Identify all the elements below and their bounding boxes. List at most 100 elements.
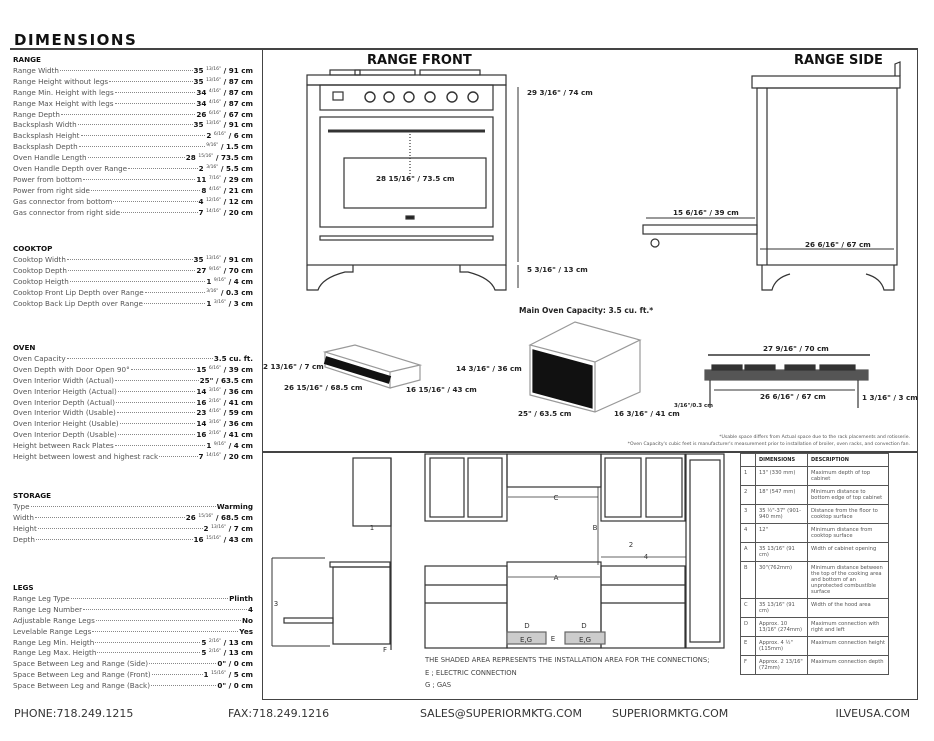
- spec-row: Oven Depth with Door Open 90°15 6/16" / …: [13, 364, 253, 375]
- row-dimension: 13" (330 mm): [755, 466, 808, 486]
- spec-row: Space Between Leg and Range (Back)0" / 0…: [13, 680, 253, 691]
- spec-label: Cooktop Back Lip Depth over Range: [13, 298, 143, 308]
- leader-dots: [92, 630, 239, 632]
- install-side-drawing: [271, 457, 392, 650]
- row-description: Minimum distance from cooktop surface: [807, 523, 889, 543]
- spec-value: 35 13/16" / 87 cm: [193, 76, 253, 86]
- spec-value: Plinth: [229, 593, 253, 603]
- spec-value: 5 2/16" / 13 cm: [201, 648, 253, 658]
- spec-value: 16 2/16" / 41 cm: [196, 430, 253, 440]
- leader-dots: [113, 200, 198, 202]
- spec-label: Range Leg Type: [13, 593, 70, 603]
- spec-label: Height between Rack Plates: [13, 441, 114, 451]
- footer-brand-website[interactable]: ILVEUSA.COM: [835, 707, 910, 720]
- leader-dots: [114, 379, 199, 381]
- leader-dots: [77, 124, 193, 126]
- svg-text:1: 1: [370, 524, 374, 532]
- leader-dots: [67, 269, 196, 271]
- spec-value: 11 7/16" / 29 cm: [196, 174, 253, 184]
- spec-row: Height between Rack Plates 1 9/16" / 4 cm: [13, 440, 253, 451]
- spec-value: 14 3/16" / 36 cm: [196, 386, 253, 396]
- spec-value: 16 2/16" / 41 cm: [196, 397, 253, 407]
- leader-dots: [151, 685, 217, 687]
- leader-dots: [109, 80, 193, 82]
- spec-label: Power from bottom: [13, 174, 83, 184]
- spec-label: Cooktop Width: [13, 254, 66, 264]
- cooktop-back-lip-dim: 1 3/16" / 3 cm: [862, 393, 918, 402]
- spec-label: Width: [13, 512, 34, 522]
- install-caption: THE SHADED AREA REPRESENTS THE INSTALLAT…: [424, 656, 709, 664]
- oven-width-dim: 25" / 63.5 cm: [518, 409, 571, 418]
- spec-row: Oven Interior Width (Usable)23 4/16" / 5…: [13, 407, 253, 418]
- side-door-dim: 15 6/16" / 39 cm: [673, 208, 739, 217]
- row-description: Maximum connection height: [807, 636, 889, 656]
- row-description: Maximum connection with right and left: [807, 617, 889, 637]
- spec-value: 15 6/16" / 39 cm: [196, 364, 253, 374]
- row-dimension: 35 13/16" (91 cm): [755, 598, 808, 618]
- spec-value: Yes: [239, 626, 253, 636]
- leader-dots: [70, 597, 229, 599]
- front-handle-dim: 28 15/16" / 73.5 cm: [376, 174, 455, 183]
- svg-text:E,G: E,G: [520, 636, 532, 644]
- row-description: Maximum connection depth: [807, 655, 889, 675]
- footer-website[interactable]: SUPERIORMKTG.COM: [612, 707, 729, 720]
- cooktop-front-lip-dim: 3/16"/0.3 cm: [674, 403, 713, 409]
- leader-dots: [114, 102, 196, 104]
- spec-label: Space Between Leg and Range (Front): [13, 670, 151, 680]
- row-index: C: [740, 598, 756, 618]
- svg-text:D: D: [581, 622, 586, 630]
- install-markers: 1 2 3 4 A B C D D E F E,G E,G: [274, 494, 649, 654]
- row-dimension: 18" (547 mm): [755, 485, 808, 505]
- leader-dots: [66, 258, 193, 260]
- spec-value: 23 4/16" / 59 cm: [196, 408, 253, 418]
- spec-value: 25" / 63.5 cm: [199, 375, 253, 385]
- section-heading: COOKTOP: [13, 244, 53, 253]
- row-index: E: [740, 636, 756, 656]
- leader-dots: [80, 135, 206, 137]
- spec-label: Backsplash Height: [13, 131, 80, 141]
- row-index: 4: [740, 523, 756, 543]
- spec-label: Range Leg Min. Heigth: [13, 637, 95, 647]
- footer-email[interactable]: SALES@SUPERIORMKTG.COM: [420, 707, 582, 720]
- spec-label: Range Min. Height with legs: [13, 87, 114, 97]
- footer-fax: FAX:718.249.1216: [228, 707, 330, 720]
- row-description: Distance from the floor to cooktop surfa…: [807, 504, 889, 524]
- row-dimension: Approx. 2 13/16" (72mm): [755, 655, 808, 675]
- section-heading: RANGE: [13, 55, 41, 64]
- row-index: B: [740, 561, 756, 599]
- spec-label: Gas connector from bottom: [13, 196, 113, 206]
- leader-dots: [121, 211, 198, 213]
- leader-dots: [144, 291, 206, 293]
- install-front-drawing: [424, 453, 725, 649]
- spec-label: Cooktop Front Lip Depth over Range: [13, 287, 144, 297]
- section-heading: OVEN: [13, 343, 36, 352]
- leader-dots: [149, 663, 217, 665]
- spec-value: 35 13/16" / 91 cm: [193, 65, 253, 75]
- spec-row: Power from bottom 11 7/16" / 29 cm: [13, 174, 253, 185]
- page-title: DIMENSIONS: [14, 31, 138, 49]
- row-description: Minimum distance to bottom edge of top c…: [807, 485, 889, 505]
- spec-label: Oven Interior Width (Actual): [13, 375, 114, 385]
- spec-row: Backsplash Depth 9/16" / 1.5 cm: [13, 141, 253, 152]
- spec-value: 7 14/16" / 20 cm: [198, 452, 253, 462]
- spec-label: Oven Interior Heigth (Actual): [13, 386, 117, 396]
- leader-dots: [130, 368, 196, 370]
- drawer-depth-dim: 16 15/16" / 43 cm: [406, 385, 477, 394]
- spec-value: 1 9/16" / 4 cm: [206, 441, 253, 451]
- cooktop-depth-dim: 27 9/16" / 70 cm: [763, 344, 829, 353]
- spec-value: 9/16" / 1.5 cm: [206, 142, 253, 152]
